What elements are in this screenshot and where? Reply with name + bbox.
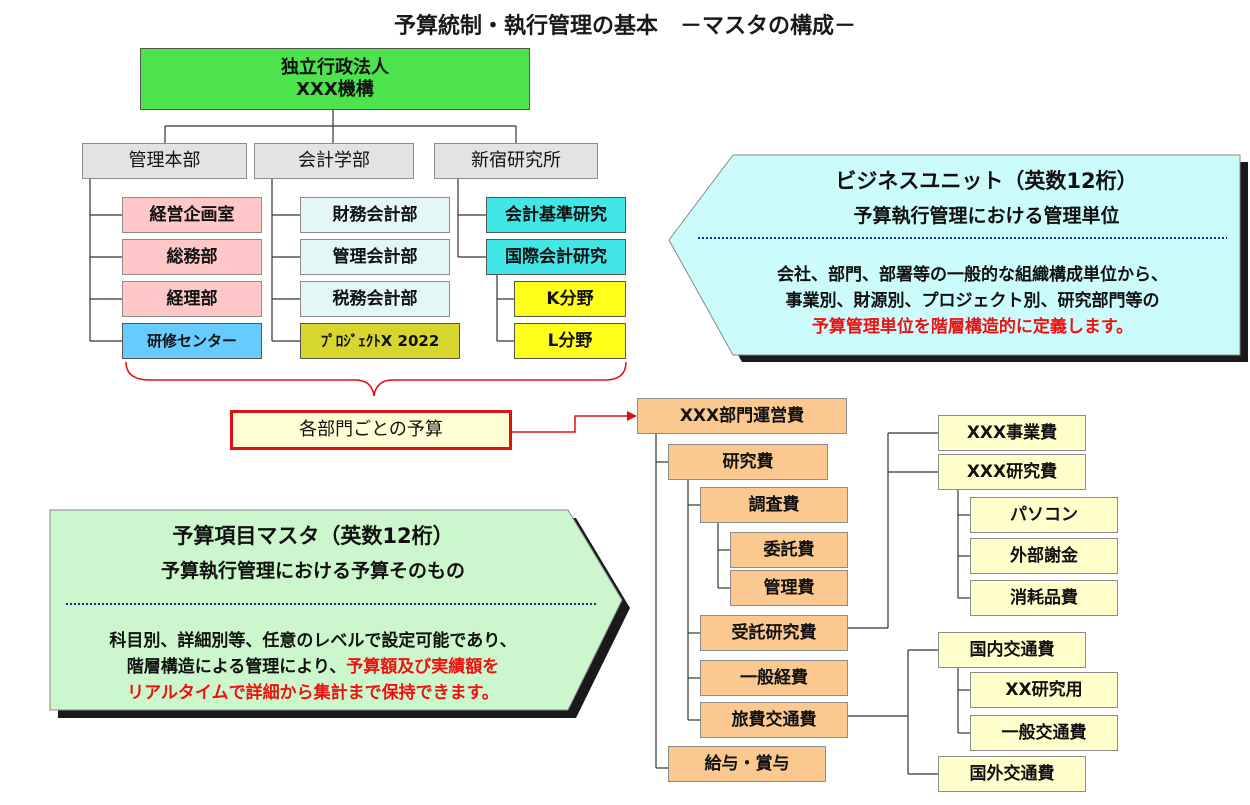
budget-kenkyuhi: 研究費 [668,444,828,480]
org-root-node: 独立行政法人 XXX機構 [140,48,530,110]
budget-ippan-kotsu: 一般交通費 [970,715,1118,751]
budget-pasokon: パソコン [970,497,1118,533]
budget-kokunai: 国内交通費 [938,632,1086,668]
bu-body-line2: 事業別、財源別、プロジェクト別、研究部門等の [785,291,1160,311]
node-k-bunya: K分野 [514,281,626,317]
item-body-line2-red: 予算額及び実績額を [346,657,500,677]
node-zaimu: 財務会計部 [300,197,450,233]
item-heading: 予算項目マスタ（英数12桁） [172,524,454,548]
node-project: ﾌﾟﾛｼﾞｪｸﾄX 2022 [300,323,460,359]
dept-kanri: 管理本部 [82,143,247,179]
dept-kaikei: 会計学部 [254,143,414,179]
budget-kokugai: 国外交通費 [938,756,1086,792]
bu-subheading: 予算執行管理における管理単位 [853,205,1120,227]
node-kanrikaikei: 管理会計部 [300,239,450,275]
dept-shinjuku: 新宿研究所 [434,143,598,179]
budget-kanrihi: 管理費 [730,570,848,606]
item-subheading: 予算執行管理における予算そのもの [160,560,465,582]
budget-ippan: 一般経費 [700,660,848,696]
budget-chosahi: 調査費 [700,487,848,523]
budget-itakuhi: 委託費 [730,532,848,568]
node-somu: 総務部 [122,239,262,275]
budget-gaibu: 外部謝金 [970,538,1118,574]
item-body-line2: 階層構造による管理により、予算額及び実績額を [48,652,578,677]
budget-jutaku: 受託研究費 [700,615,848,651]
business-unit-callout: ビジネスユニット（英数12桁） 予算執行管理における管理単位 会社、部門、部署等… [665,145,1250,365]
bu-body-line1: 会社、部門、部署等の一般的な組織構成単位から、 [777,265,1168,285]
node-kaikeikijun: 会計基準研究 [486,197,626,233]
bu-body-line3: 予算管理単位を階層構造的に定義します。 [811,317,1134,337]
budget-per-dept-label: 各部門ごとの予算 [230,410,512,450]
page-title: 予算統制・執行管理の基本 －マスタの構成－ [393,14,856,39]
item-body-line1: 科目別、詳細別等、任意のレベルで設定可能であり、 [109,631,517,651]
budget-item-callout: 予算項目マスタ（英数12桁） 予算執行管理における予算そのもの 科目別、詳細別等… [48,508,633,722]
callout-arrow-shape-2 [49,509,630,718]
org-root-line2: XXX機構 [296,79,374,100]
budget-root: XXX部門運営費 [637,398,847,434]
node-keiri: 経理部 [122,281,262,317]
budget-ryohi: 旅費交通費 [700,702,848,738]
node-keiei: 経営企画室 [122,197,262,233]
budget-shomo: 消耗品費 [970,580,1118,616]
budget-xkenkyuhi: XXX研究費 [938,454,1086,490]
budget-xxkenkyu: XX研究用 [970,672,1118,708]
org-root-line1: 独立行政法人 [281,57,389,79]
budget-kyuyo: 給与・賞与 [668,746,826,782]
item-body-line3: リアルタイムで詳細から集計まで保持できます。 [127,683,499,703]
node-zeimu: 税務会計部 [300,281,450,317]
bu-heading: ビジネスユニット（英数12桁） [835,169,1138,193]
node-l-bunya: L分野 [514,323,626,359]
callout-arrow-shape [668,154,1248,362]
budget-jigyohi: XXX事業費 [938,415,1086,451]
node-kokusai: 国際会計研究 [486,239,626,275]
item-body-line2-black: 階層構造による管理により、 [126,657,347,677]
node-kenshu: 研修センター [122,323,262,359]
